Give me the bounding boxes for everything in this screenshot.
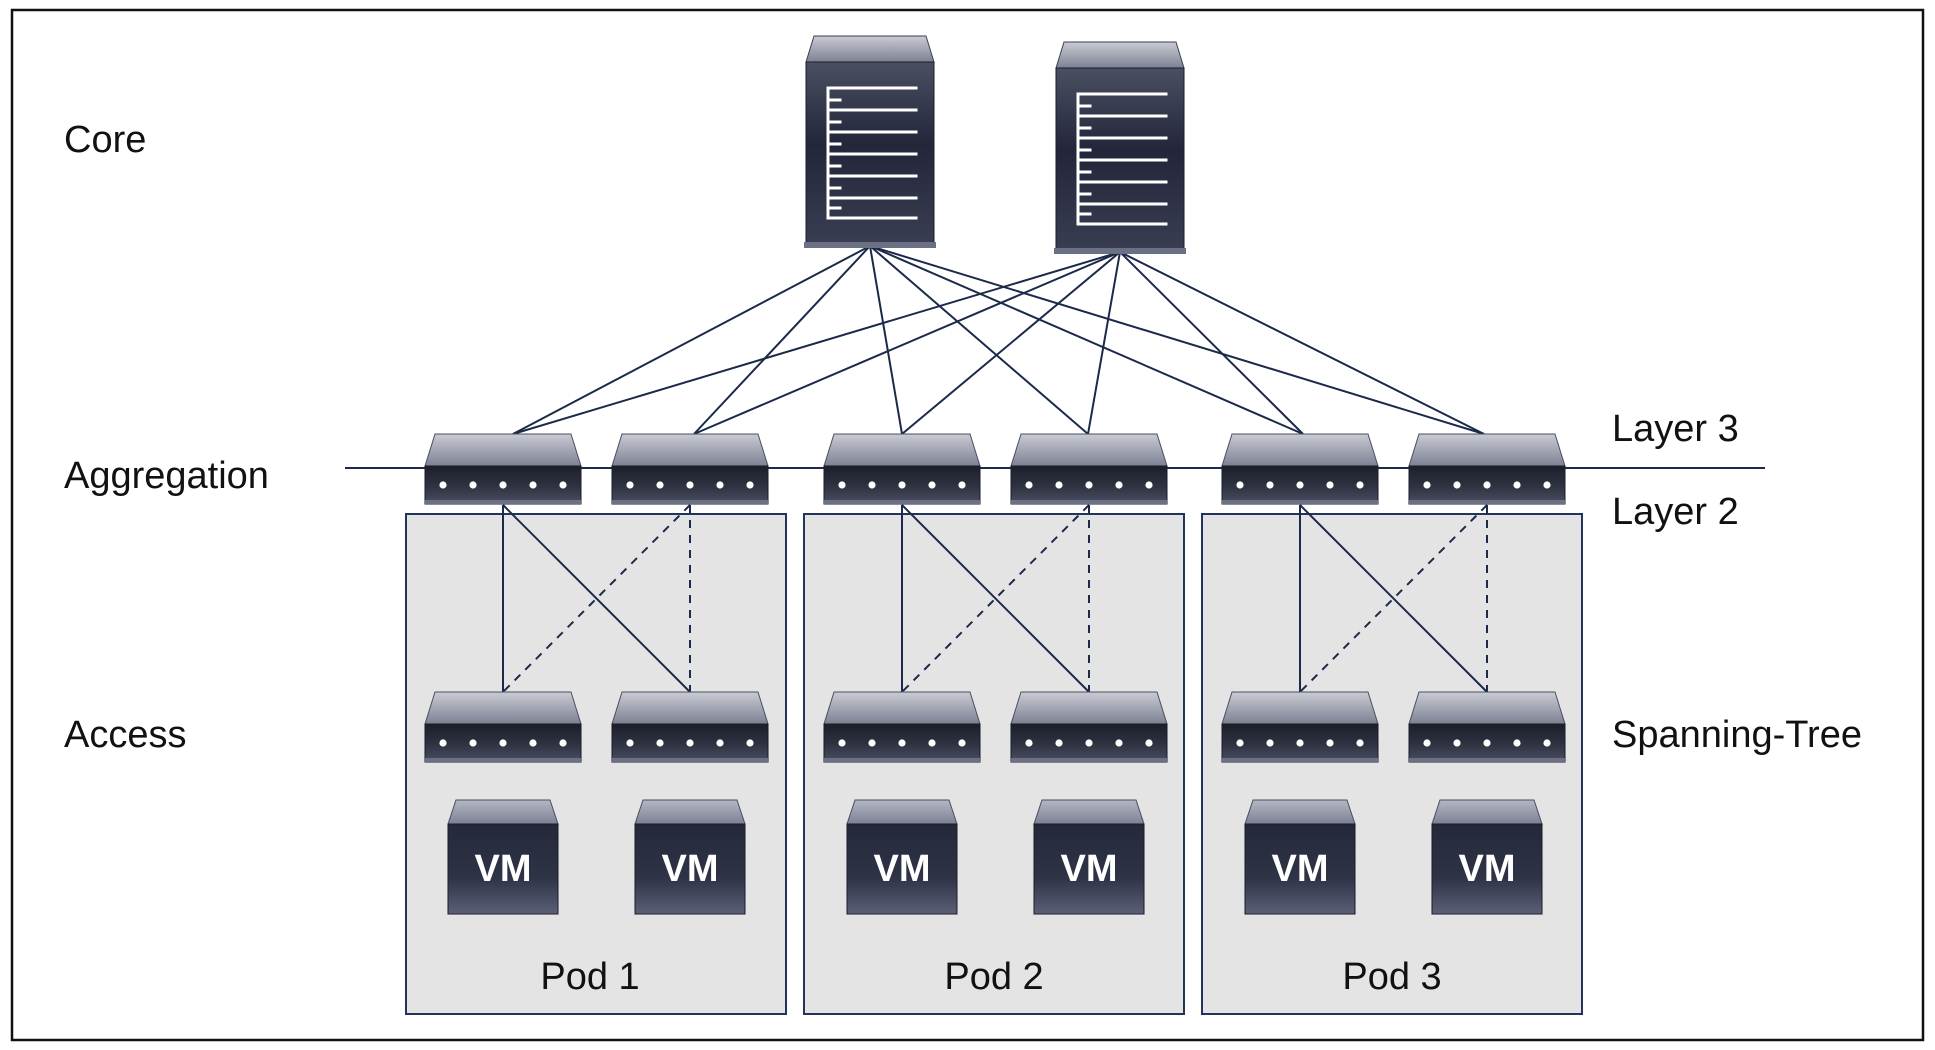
virtual-machine-icon [1033, 799, 1145, 915]
aggregation-switch-4 [1010, 433, 1168, 505]
access-switch-icon [823, 691, 981, 763]
core-switch-2 [1054, 41, 1186, 254]
uplink [901, 251, 1121, 435]
access-switch-6 [1408, 691, 1566, 763]
access-switch-icon [1010, 691, 1168, 763]
pod-1 [405, 513, 787, 1015]
access-switches [424, 691, 1566, 763]
pod-2-label: Pod 2 [944, 956, 1043, 998]
virtual-machine-icon [1431, 799, 1543, 915]
access-switch-icon [424, 691, 582, 763]
access-tier-label: Access [64, 714, 186, 756]
aggregation-switch-icon [1010, 433, 1168, 505]
vm-3: VM [846, 799, 958, 915]
uplink [869, 245, 903, 435]
aggregation-switch-2 [611, 433, 769, 505]
access-switch-icon [611, 691, 769, 763]
core-uplinks [512, 245, 1485, 435]
access-links [502, 504, 1488, 693]
uplink [693, 245, 871, 435]
vm-4: VM [1033, 799, 1145, 915]
uplink [693, 251, 1121, 435]
vm-6: VM [1431, 799, 1543, 915]
core-switch-icon [1054, 41, 1186, 254]
access-switch-1 [424, 691, 582, 763]
virtual-machine-icon [846, 799, 958, 915]
uplink [1119, 251, 1304, 435]
access-link [1299, 504, 1488, 693]
uplink [869, 245, 1304, 435]
aggregation-switch-icon [424, 433, 582, 505]
pod-2-area [803, 513, 1185, 1015]
aggregation-switch-6 [1408, 433, 1566, 505]
aggregation-switch-5 [1221, 433, 1379, 505]
aggregation-switch-icon [823, 433, 981, 505]
core-switch-icon [804, 35, 936, 248]
uplink [1119, 251, 1485, 435]
aggregation-switch-1 [424, 433, 582, 505]
uplink [512, 245, 871, 435]
aggregation-tier-label: Aggregation [64, 455, 269, 497]
pod-2 [803, 513, 1185, 1015]
virtual-machine-icon [634, 799, 746, 915]
access-link [502, 504, 691, 693]
access-switch-2 [611, 691, 769, 763]
virtual-machine-icon [447, 799, 559, 915]
virtual-machines: VM VM VM VM VM VM [447, 799, 1543, 915]
access-switch-5 [1221, 691, 1379, 763]
core-tier-label: Core [64, 119, 146, 161]
vm-label: VM [874, 848, 931, 890]
uplink [512, 251, 1121, 435]
access-switch-icon [1221, 691, 1379, 763]
aggregation-switch-icon [1408, 433, 1566, 505]
pod-3 [1201, 513, 1583, 1015]
vm-label: VM [1459, 848, 1516, 890]
core-switch-1 [804, 35, 936, 248]
vm-1: VM [447, 799, 559, 915]
aggregation-switch-icon [1221, 433, 1379, 505]
aggregation-switch-3 [823, 433, 981, 505]
vm-label: VM [475, 848, 532, 890]
pod-3-area [1201, 513, 1583, 1015]
layer2-label: Layer 2 [1612, 491, 1739, 533]
pod-1-area [405, 513, 787, 1015]
access-link [901, 504, 1090, 693]
access-switch-4 [1010, 691, 1168, 763]
uplink [869, 245, 1089, 435]
access-switch-icon [1408, 691, 1566, 763]
vm-label: VM [1061, 848, 1118, 890]
vm-label: VM [662, 848, 719, 890]
vm-label: VM [1272, 848, 1329, 890]
vm-5: VM [1244, 799, 1356, 915]
vm-2: VM [634, 799, 746, 915]
pod-1-label: Pod 1 [540, 956, 639, 998]
access-switch-3 [823, 691, 981, 763]
uplink [869, 245, 1485, 435]
aggregation-switch-icon [611, 433, 769, 505]
uplink [1087, 251, 1121, 435]
virtual-machine-icon [1244, 799, 1356, 915]
aggregation-switches [424, 433, 1566, 505]
pod-3-label: Pod 3 [1342, 956, 1441, 998]
spanning-tree-label: Spanning-Tree [1612, 714, 1862, 756]
layer3-label: Layer 3 [1612, 408, 1739, 450]
